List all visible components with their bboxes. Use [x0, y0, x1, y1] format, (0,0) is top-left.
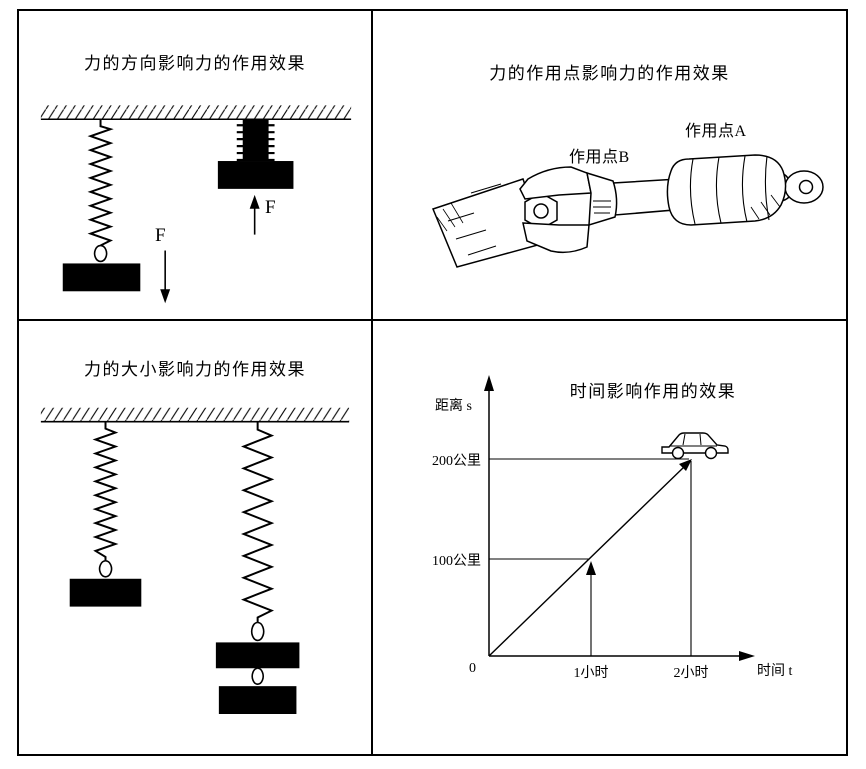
hand — [666, 154, 787, 226]
x-axis-label: 时间 t — [757, 664, 793, 679]
weight-block — [62, 263, 141, 292]
y-axis — [484, 375, 494, 656]
spring-hook — [93, 244, 108, 263]
y-tick-100: 100公里 — [432, 554, 481, 569]
guide-lines — [489, 458, 692, 656]
force-direction-diagram — [40, 105, 352, 304]
x-axis — [489, 651, 755, 661]
ceiling-hatch — [40, 407, 350, 423]
distance-time-graph — [484, 375, 755, 661]
force-arrow-down — [160, 250, 171, 304]
panel-force-application-point: 力的作用点影响力的作用效果 作用点B 作用点A — [373, 11, 846, 321]
car-icon — [661, 432, 729, 460]
arrowhead-1h — [586, 561, 596, 575]
panel-title: 力的作用点影响力的作用效果 — [489, 64, 730, 83]
panel-force-magnitude: 力的大小影响力的作用效果 — [19, 321, 373, 754]
two-springs-diagram — [40, 407, 350, 714]
wrench-diagram — [431, 154, 824, 268]
bolt-head — [217, 161, 294, 189]
spring-hook — [98, 560, 113, 578]
panel-title: 力的方向影响力的作用效果 — [84, 54, 306, 73]
finger-lines — [689, 155, 770, 225]
weight-block-lower — [218, 686, 297, 714]
arrowhead-2h — [679, 459, 692, 471]
y-tick-200: 200公里 — [432, 454, 481, 469]
link-hook — [251, 667, 264, 685]
weight-block-upper — [215, 642, 300, 669]
x-tick-2h: 2小时 — [673, 666, 709, 681]
spring-with-weight — [62, 119, 141, 292]
worm-screw — [593, 200, 611, 214]
weight-block — [69, 578, 142, 607]
application-point-b-label: 作用点B — [569, 149, 630, 166]
spring-large-load — [215, 421, 300, 714]
force-f-up-label: F — [265, 197, 276, 218]
ceiling-hatch — [40, 105, 352, 121]
panel-title: 时间影响作用的效果 — [569, 382, 737, 401]
x-tick-1h: 1小时 — [573, 666, 609, 681]
force-arrow-up — [249, 194, 260, 235]
panel-time-effect: 时间影响作用的效果 距离 s 200公里 100公里 0 1小时 2小时 时间 … — [373, 321, 846, 754]
spring-small-load — [69, 421, 142, 607]
force-f-down-label: F — [155, 225, 166, 246]
panel-force-direction: 力的方向影响力的作用效果 F F — [19, 11, 373, 321]
hand-hatching — [750, 194, 781, 220]
spring-hook — [250, 621, 265, 642]
wrench-lower-jaw — [522, 222, 590, 254]
application-point-a-label: 作用点A — [685, 123, 747, 140]
bolt — [217, 119, 294, 189]
wood-block — [431, 178, 546, 268]
panel-title: 力的大小影响力的作用效果 — [84, 360, 306, 379]
figure-frame: 力的方向影响力的作用效果 F F — [17, 9, 848, 756]
origin-label: 0 — [469, 661, 476, 676]
y-axis-label: 距离 s — [435, 399, 472, 414]
wrench-head — [586, 171, 618, 227]
distance-line — [488, 459, 692, 657]
wrench-upper-jaw — [519, 166, 592, 200]
